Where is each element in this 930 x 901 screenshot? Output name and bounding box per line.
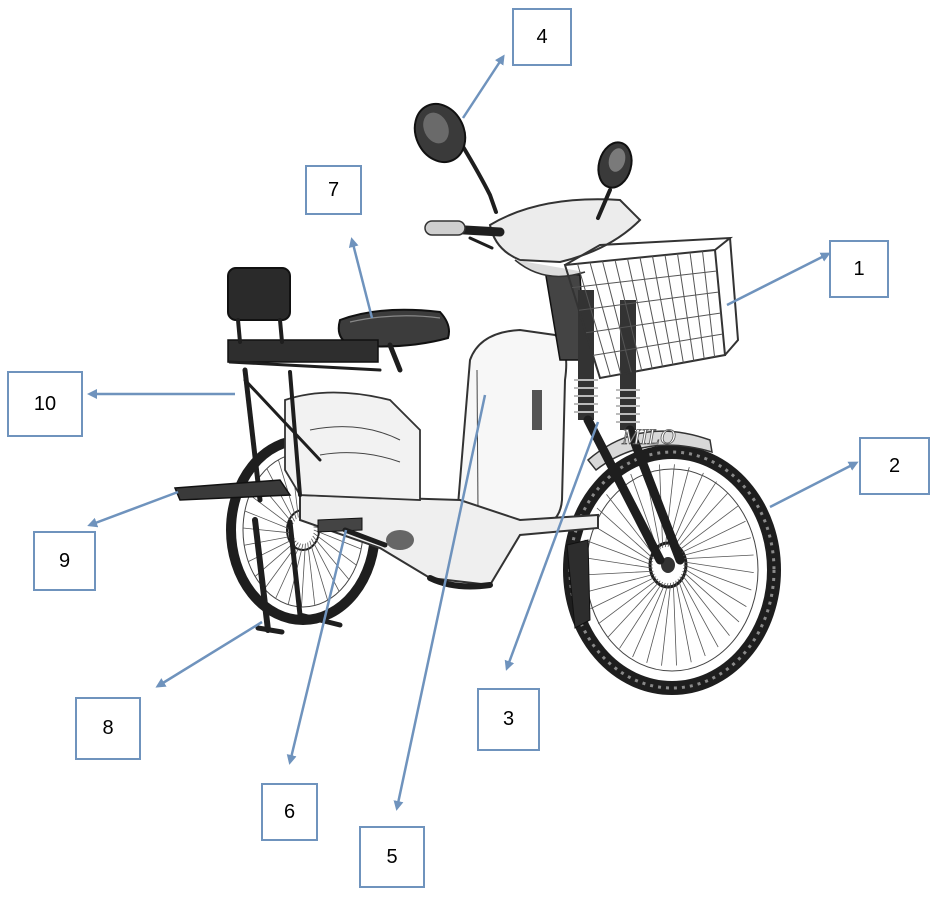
arrow-1 — [727, 254, 828, 305]
callout-number-1: 1 — [853, 258, 864, 281]
wheel-spoke — [683, 565, 751, 590]
callout-box-8: 8 — [75, 697, 141, 760]
basket-wire — [653, 256, 673, 364]
wheel-spoke — [582, 571, 653, 575]
basket-wire — [640, 258, 663, 367]
arrow-4 — [463, 57, 503, 118]
arrow-7 — [352, 240, 372, 318]
arrow-8 — [158, 622, 262, 686]
callout-box-6: 6 — [261, 783, 318, 841]
callout-number-10: 10 — [34, 393, 56, 416]
callout-box-2: 2 — [859, 437, 930, 495]
callout-number-9: 9 — [59, 550, 70, 573]
callout-number-4: 4 — [536, 26, 547, 49]
arrow-2 — [770, 463, 856, 507]
wheel-spoke — [680, 521, 746, 553]
wheel-spoke — [681, 574, 729, 635]
wheel-spoke — [311, 539, 339, 592]
callout-box-10: 10 — [7, 371, 83, 437]
callout-number-7: 7 — [328, 179, 339, 202]
wheel-spoke — [678, 506, 738, 551]
basket-wire — [690, 253, 704, 359]
wheel-spoke — [676, 493, 728, 550]
wheel-spoke — [244, 536, 293, 545]
front-wheel — [570, 452, 774, 688]
wheel-spoke — [662, 583, 671, 666]
wheel-spoke — [308, 542, 315, 605]
wheel-spoke — [673, 582, 676, 665]
wheel-spoke — [680, 577, 718, 647]
wheel-spoke — [243, 528, 292, 533]
callout-box-3: 3 — [477, 688, 540, 751]
wheel-spoke — [608, 581, 660, 638]
wheel-spoke — [678, 579, 705, 656]
basket-wire — [572, 271, 717, 288]
wheel-spoke — [585, 540, 653, 565]
callout-box-9: 9 — [33, 531, 96, 591]
handle-grip — [425, 221, 465, 235]
arrow-9 — [90, 492, 178, 525]
callout-box-1: 1 — [829, 240, 889, 298]
battery-cover — [458, 330, 566, 530]
wheel-spoke — [310, 541, 328, 600]
arrow-6 — [290, 530, 346, 762]
brand-mark: MILO — [621, 424, 676, 449]
basket-wire — [579, 292, 719, 310]
callout-number-8: 8 — [102, 717, 113, 740]
callout-number-5: 5 — [386, 846, 397, 869]
callout-number-6: 6 — [284, 801, 295, 824]
callout-number-2: 2 — [889, 455, 900, 478]
rear-footrest — [175, 480, 290, 500]
wheel-spoke — [598, 579, 658, 624]
wheel-spoke — [647, 583, 668, 663]
wheel-spoke — [582, 557, 653, 568]
callout-box-4: 4 — [512, 8, 572, 66]
headset-dashboard — [490, 199, 640, 262]
wheel-spoke — [301, 544, 305, 607]
callout-box-7: 7 — [305, 165, 362, 215]
battery-latch — [532, 390, 542, 430]
wheel-spoke — [590, 577, 656, 609]
wheel-spoke — [683, 562, 754, 573]
basket-wire — [703, 251, 715, 357]
backrest — [228, 268, 290, 342]
callout-box-5: 5 — [359, 826, 425, 888]
left-mirror — [406, 96, 496, 212]
wheel-spoke — [683, 555, 754, 559]
bicycle-illustration: MILO — [175, 96, 774, 688]
callout-number-3: 3 — [503, 708, 514, 731]
